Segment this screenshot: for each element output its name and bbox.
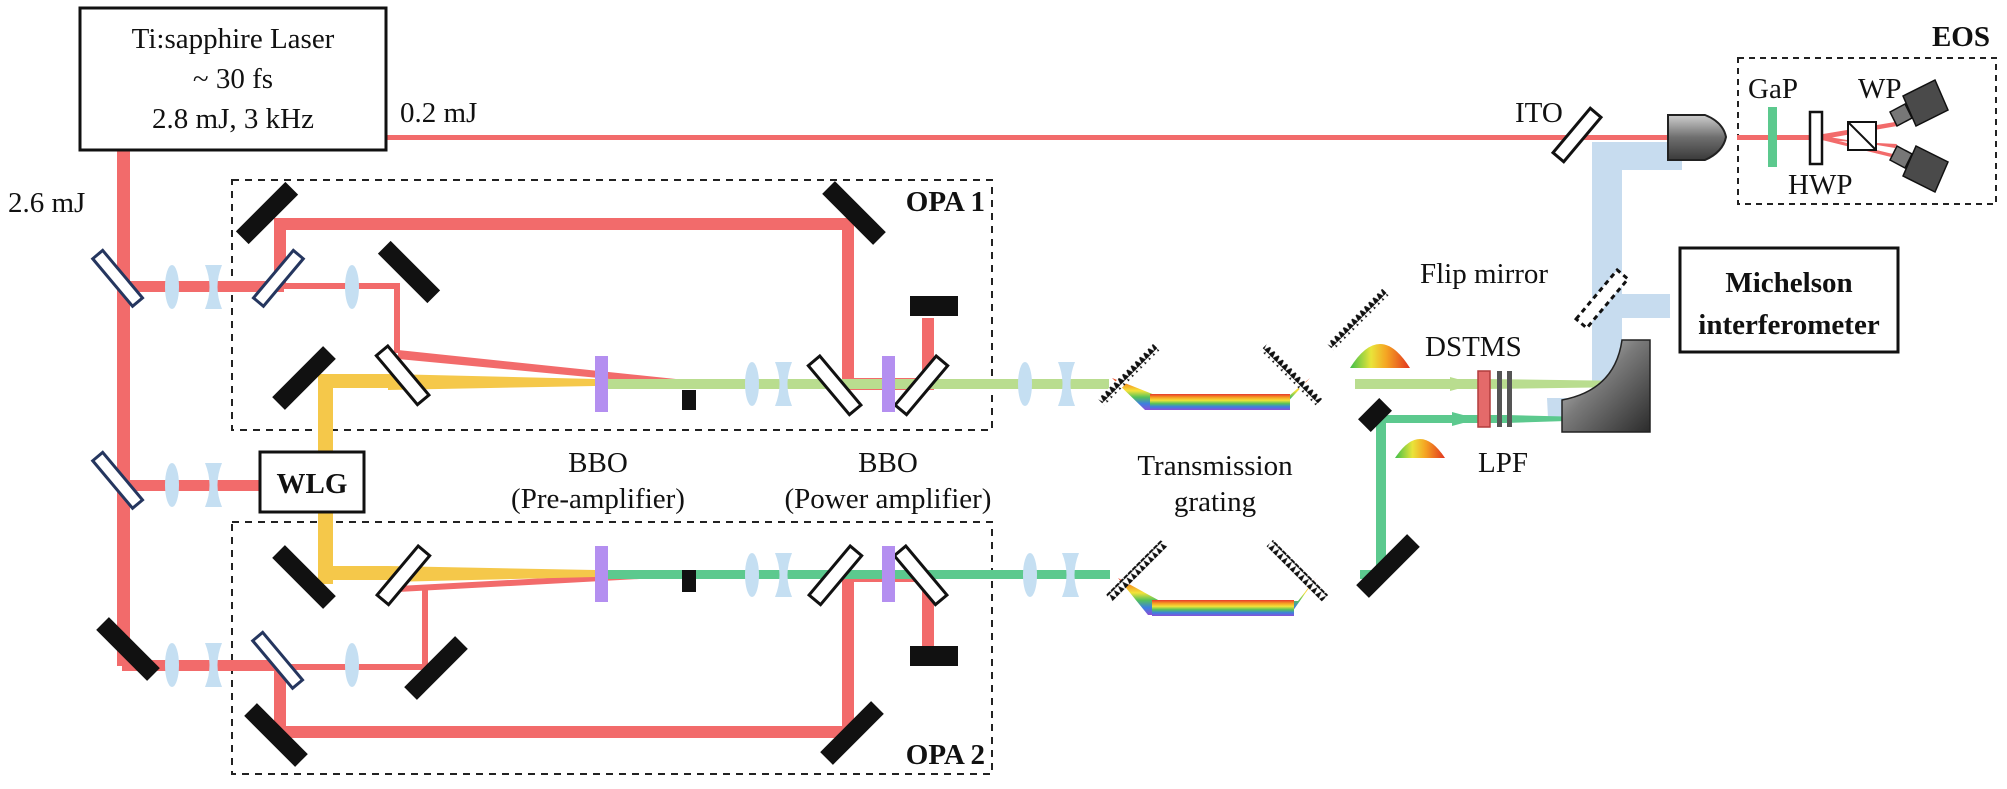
eos-title: EOS [1932, 21, 1990, 53]
dichroic-plates [374, 106, 1604, 607]
arrow-signal1 [1450, 377, 1476, 391]
beam-splitters [90, 248, 306, 691]
arrow-signal2 [1452, 412, 1478, 426]
grating1-spread [1150, 394, 1290, 410]
parabolic-mirror [1561, 339, 1651, 433]
opa2-label: OPA 2 [906, 739, 985, 771]
wp-label: WP [1858, 73, 1902, 105]
bbo-pre-sublabel: (Pre-amplifier) [511, 483, 685, 515]
wollaston-prism [1847, 121, 1877, 151]
spectrum-signal2 [1395, 439, 1445, 458]
lpf-label: LPF [1478, 447, 1528, 479]
michelson-line1: Michelson [1725, 267, 1852, 299]
laser-line1: Ti:sapphire Laser [132, 23, 335, 55]
gap-label: GaP [1748, 73, 1798, 105]
grating-label-line1: Transmission [1137, 450, 1293, 482]
bbo-power-label: BBO [858, 447, 918, 479]
ito-label: ITO [1515, 97, 1563, 129]
flip-mirror [1573, 267, 1631, 331]
wlg-box [258, 450, 366, 514]
opa1-label: OPA 1 [906, 186, 985, 218]
transmission-gratings [1097, 288, 1389, 602]
focusing-objective [1667, 114, 1728, 161]
grating2-spread [1152, 600, 1294, 616]
lpf-filters [1497, 371, 1512, 427]
hwp-plate [1808, 110, 1824, 166]
lenses [165, 265, 1079, 687]
dstms-label: DSTMS [1425, 331, 1522, 363]
pump-trunk [117, 150, 130, 666]
eos-box [1737, 57, 1997, 205]
bbo-power-sublabel: (Power amplifier) [785, 483, 992, 515]
spectrum-signal1 [1350, 344, 1410, 368]
probe-beam [385, 135, 1685, 140]
wlg-label: WLG [277, 468, 348, 500]
laser-line2: ~ 30 fs [193, 63, 273, 95]
probe-energy-label: 0.2 mJ [400, 97, 477, 129]
michelson-line2: interferometer [1698, 309, 1880, 341]
bbo-pre-label: BBO [568, 447, 628, 479]
opa2-box [231, 521, 993, 775]
laser-box [78, 6, 388, 152]
laser-line3: 2.8 mJ, 3 kHz [152, 103, 314, 135]
mirrors [96, 181, 1420, 767]
hwp-label: HWP [1788, 169, 1852, 201]
opa2-pump [122, 480, 934, 738]
photodiodes [1889, 78, 1949, 194]
gap-crystal [1768, 107, 1777, 167]
dstms-crystal [1477, 370, 1491, 428]
grating-label-line2: grating [1174, 486, 1256, 518]
michelson-box [1678, 246, 1900, 354]
bbo-crystals [595, 356, 895, 602]
pump-energy-label: 2.6 mJ [8, 187, 85, 219]
flip-mirror-label: Flip mirror [1420, 258, 1548, 290]
opa1-box [231, 179, 993, 431]
beam-dumps [682, 296, 958, 666]
